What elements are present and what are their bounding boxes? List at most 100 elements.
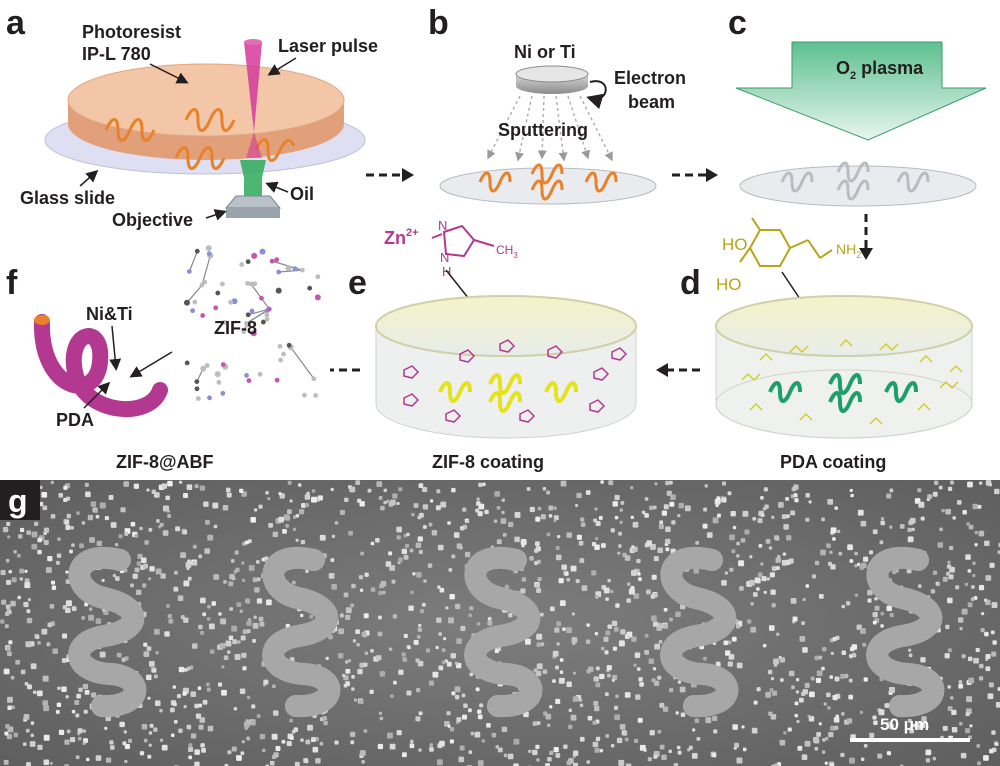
sem-crystal bbox=[149, 723, 154, 728]
sem-crystal bbox=[575, 503, 579, 507]
sem-crystal bbox=[449, 593, 455, 600]
sem-crystal bbox=[412, 572, 416, 576]
sem-crystal bbox=[587, 715, 593, 721]
sem-crystal bbox=[879, 540, 884, 545]
sem-crystal bbox=[269, 760, 275, 766]
sem-crystal bbox=[345, 660, 349, 664]
sem-crystal bbox=[715, 661, 721, 667]
sem-crystal bbox=[11, 577, 17, 583]
sem-crystal bbox=[521, 577, 527, 582]
sem-crystal bbox=[363, 613, 369, 619]
sem-crystal bbox=[579, 703, 584, 708]
sem-crystal bbox=[920, 657, 926, 663]
sem-crystal bbox=[874, 605, 880, 611]
sem-crystal bbox=[289, 499, 293, 503]
sem-crystal bbox=[834, 725, 839, 730]
sem-crystal bbox=[81, 616, 86, 620]
sem-crystal bbox=[675, 711, 679, 715]
sem-crystal bbox=[968, 677, 975, 684]
sem-crystal bbox=[218, 612, 222, 616]
sem-crystal bbox=[31, 543, 38, 550]
sem-crystal bbox=[221, 665, 225, 669]
panel-g-sem-image: g 50 μm bbox=[0, 480, 1000, 766]
sem-crystal bbox=[536, 642, 542, 647]
sem-crystal bbox=[123, 481, 130, 487]
sem-crystal bbox=[736, 757, 743, 764]
sem-crystal bbox=[241, 652, 247, 658]
sem-crystal bbox=[446, 661, 452, 667]
sem-crystal bbox=[382, 590, 386, 595]
sem-crystal bbox=[477, 714, 483, 720]
sem-crystal bbox=[143, 738, 148, 743]
sem-crystal bbox=[496, 539, 502, 545]
sem-crystal bbox=[43, 527, 50, 533]
sem-crystal bbox=[947, 648, 952, 653]
sem-crystal bbox=[552, 650, 559, 657]
sem-crystal bbox=[217, 682, 223, 687]
sem-crystal bbox=[814, 560, 820, 566]
sem-crystal bbox=[555, 753, 561, 758]
sem-crystal bbox=[840, 673, 846, 679]
sem-crystal bbox=[820, 549, 826, 556]
sem-crystal bbox=[239, 609, 243, 613]
label-ip-l-780: IP-L 780 bbox=[82, 44, 151, 64]
zif8-atom bbox=[200, 365, 207, 372]
zif8-atom bbox=[199, 282, 205, 288]
label-zn-charge: 2+ bbox=[406, 227, 419, 239]
sem-crystal bbox=[944, 653, 950, 659]
sem-crystal bbox=[705, 717, 712, 724]
sem-crystal bbox=[49, 604, 55, 609]
sem-crystal bbox=[33, 521, 39, 526]
sem-crystal bbox=[84, 689, 90, 695]
sem-crystal bbox=[50, 480, 55, 485]
sem-crystal bbox=[74, 699, 80, 705]
sem-crystal bbox=[946, 571, 950, 576]
sem-crystal bbox=[194, 761, 200, 766]
sem-crystal bbox=[285, 524, 289, 528]
sem-crystal bbox=[27, 684, 32, 690]
sem-crystal bbox=[43, 705, 50, 712]
label-plasma-sub: 2 bbox=[850, 70, 856, 82]
sem-crystal bbox=[66, 729, 71, 734]
zif8-framework bbox=[180, 244, 330, 404]
sem-crystal bbox=[465, 519, 470, 524]
sem-crystal bbox=[239, 488, 244, 493]
sem-crystal bbox=[957, 617, 964, 623]
sem-crystal bbox=[962, 509, 967, 515]
sem-crystal bbox=[989, 562, 995, 568]
sem-crystal bbox=[651, 574, 657, 580]
sem-crystal bbox=[57, 686, 61, 690]
sem-crystal bbox=[967, 569, 972, 573]
sem-crystal bbox=[659, 744, 665, 750]
sem-crystal bbox=[105, 757, 112, 763]
sem-crystal bbox=[86, 757, 90, 762]
sem-crystal bbox=[147, 754, 152, 759]
sem-crystal bbox=[712, 715, 718, 721]
sem-crystal bbox=[848, 678, 853, 683]
sem-crystal bbox=[410, 739, 414, 744]
sem-crystal bbox=[637, 572, 641, 576]
sem-crystal bbox=[596, 666, 600, 671]
sem-crystal bbox=[175, 526, 181, 532]
sem-crystal bbox=[87, 514, 94, 521]
sem-crystal bbox=[566, 532, 573, 538]
sem-crystal bbox=[734, 742, 740, 748]
sem-crystal bbox=[314, 737, 320, 742]
sem-crystal bbox=[188, 755, 193, 760]
sem-crystal bbox=[213, 574, 220, 580]
sem-crystal bbox=[200, 630, 205, 635]
sem-crystal bbox=[958, 683, 964, 689]
sem-crystal bbox=[860, 757, 865, 761]
sem-crystal bbox=[409, 548, 414, 553]
sem-crystal bbox=[359, 699, 364, 705]
sem-crystal bbox=[975, 647, 980, 653]
sem-crystal bbox=[441, 660, 446, 665]
sem-crystal bbox=[756, 587, 760, 591]
sem-crystal bbox=[24, 681, 29, 686]
sem-crystal bbox=[213, 524, 218, 529]
sem-crystal bbox=[739, 586, 744, 591]
sem-crystal bbox=[398, 487, 403, 492]
sem-crystal bbox=[246, 695, 251, 700]
sem-crystal bbox=[187, 559, 191, 564]
sem-crystal bbox=[231, 576, 236, 581]
